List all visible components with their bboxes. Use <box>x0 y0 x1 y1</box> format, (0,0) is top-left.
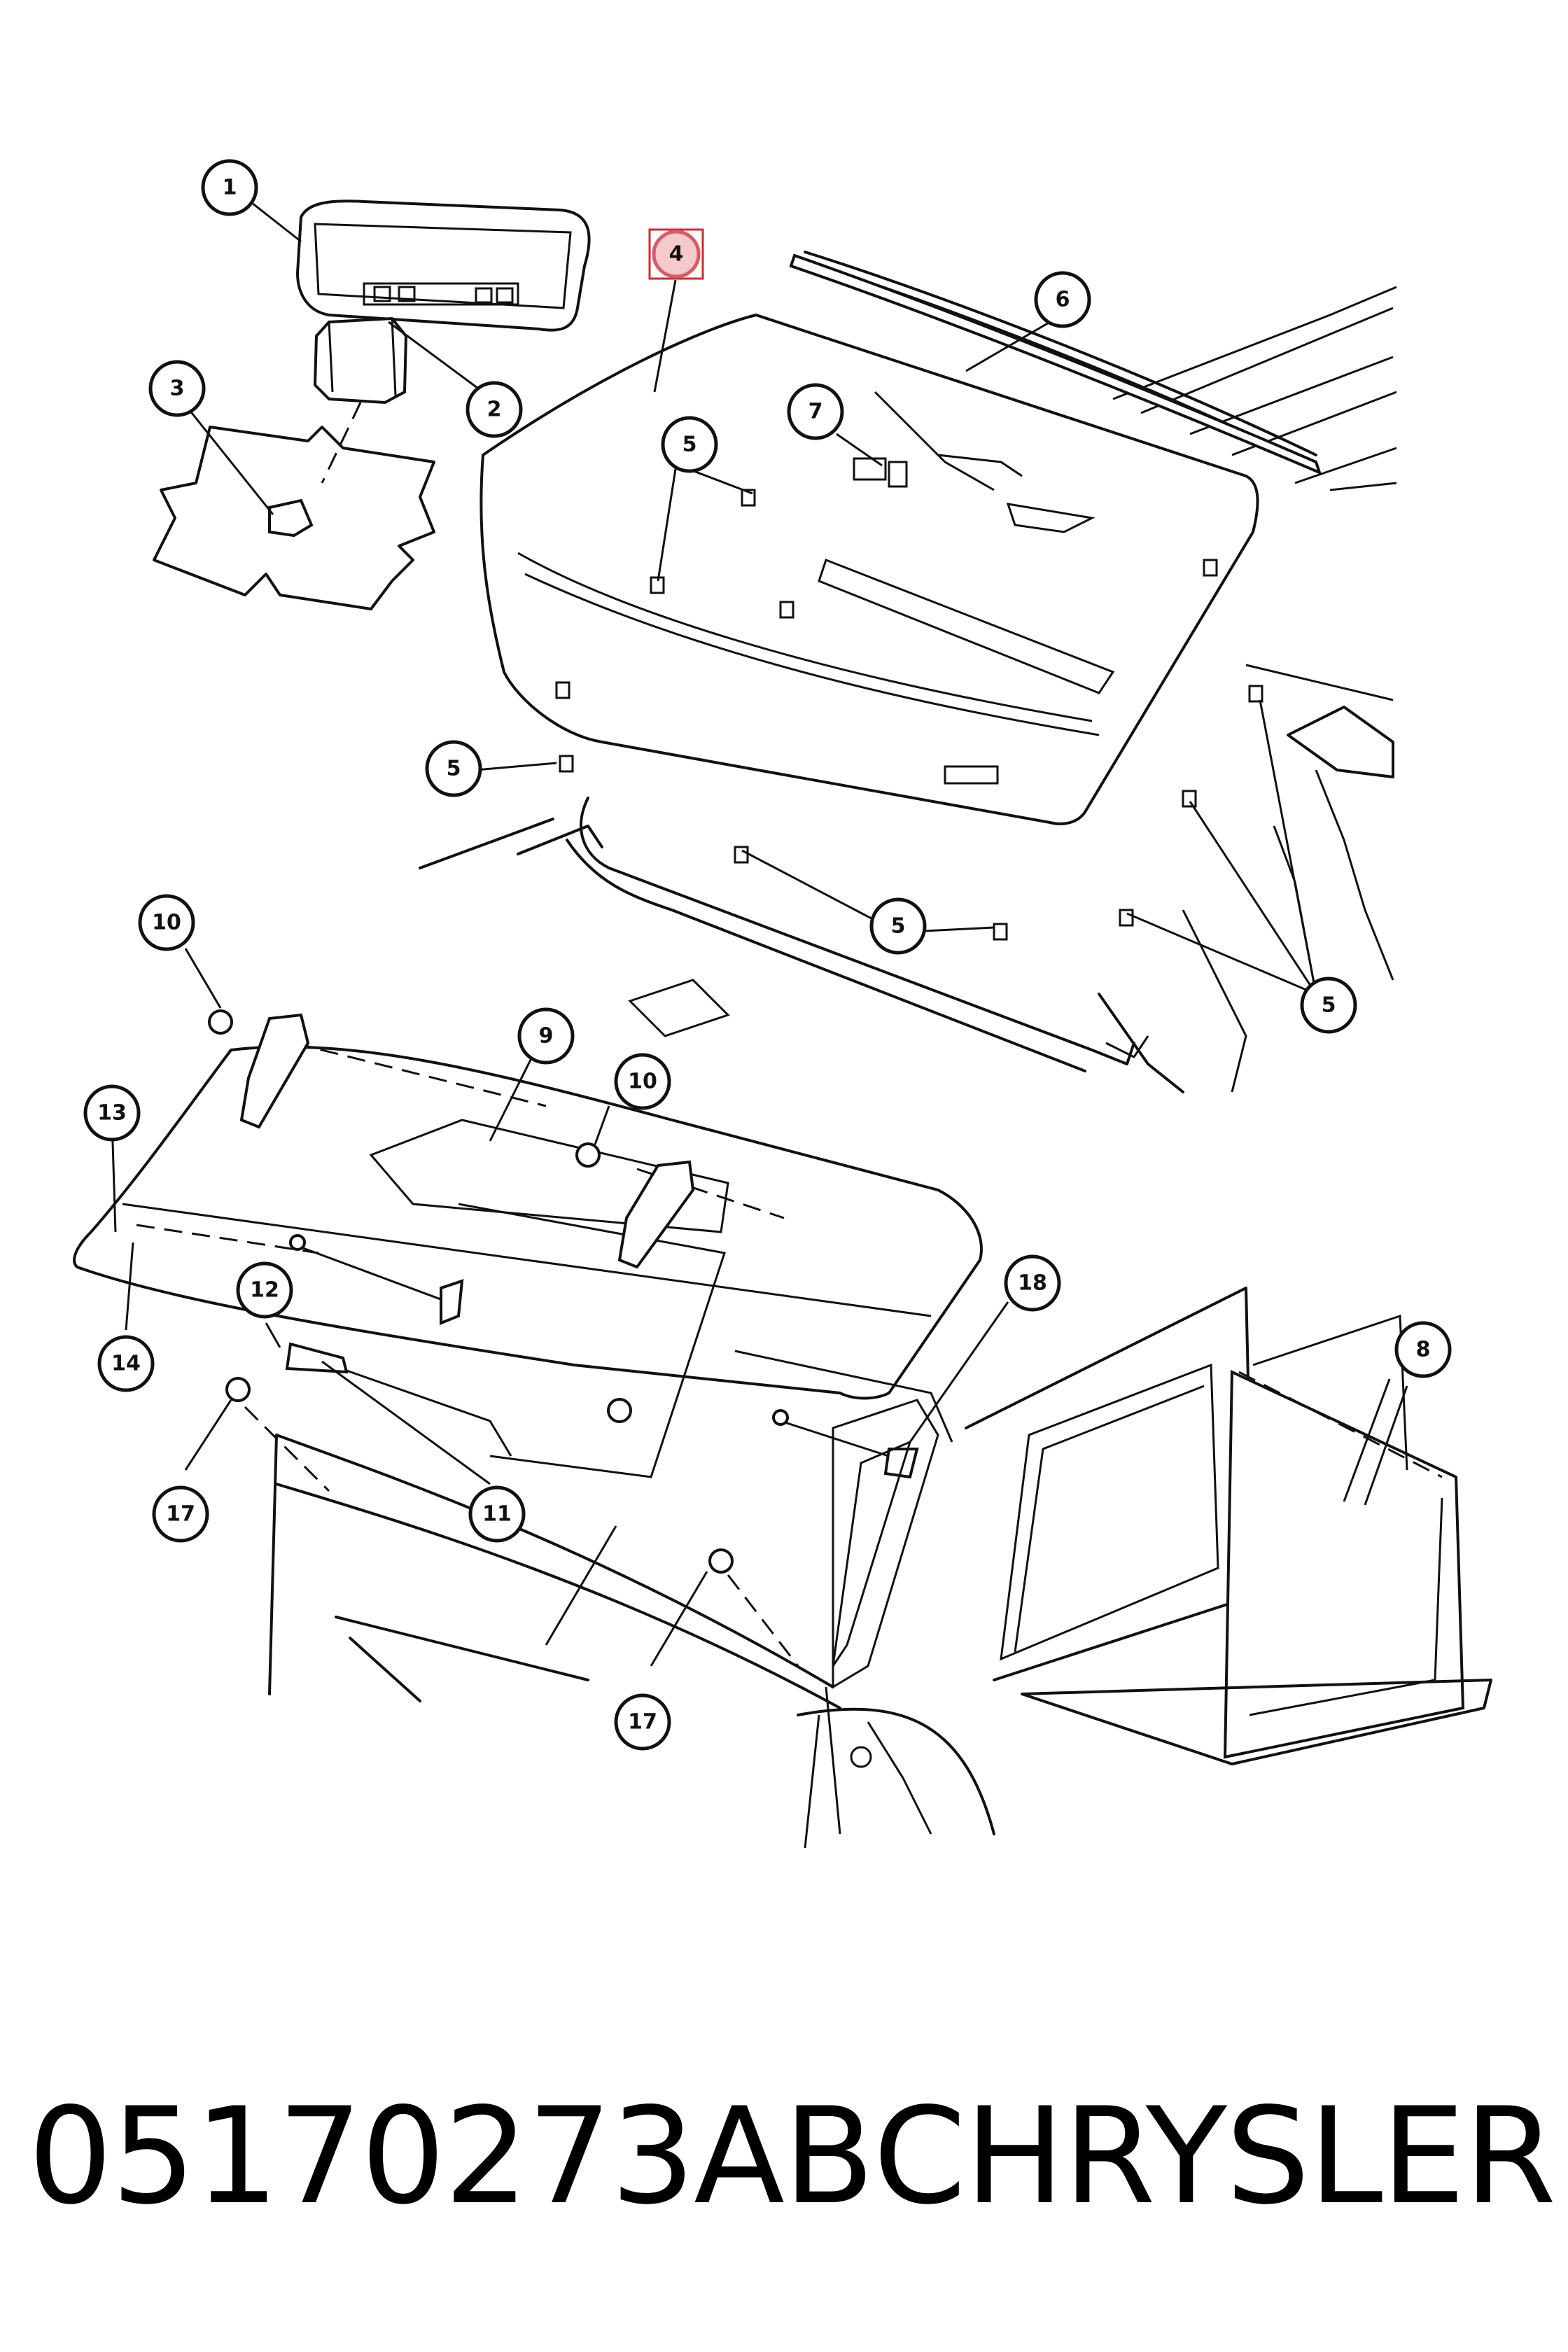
svg-text:13: 13 <box>97 1101 127 1126</box>
rearview-mirror <box>295 200 591 332</box>
svg-text:17: 17 <box>628 1710 657 1735</box>
callout-5c: 5 <box>869 897 927 955</box>
svg-text:17: 17 <box>166 1502 195 1527</box>
callout-17b: 17 <box>614 1693 671 1751</box>
liftgate-hinges <box>208 1009 919 1479</box>
callout-9: 9 <box>517 1007 575 1065</box>
svg-text:18: 18 <box>1018 1271 1047 1296</box>
svg-text:1: 1 <box>223 176 237 200</box>
svg-text:9: 9 <box>539 1024 554 1049</box>
windshield-section <box>153 426 435 610</box>
svg-text:10: 10 <box>152 911 181 935</box>
callout-4-highlighted[interactable]: 4 <box>648 228 704 280</box>
callout-5b: 5 <box>425 740 482 797</box>
svg-text:7: 7 <box>808 400 823 424</box>
callout-18: 18 <box>1004 1254 1061 1312</box>
svg-text:5: 5 <box>1322 993 1336 1018</box>
brand-name: CHRYSLER <box>873 2078 1556 2234</box>
callout-7: 7 <box>787 383 844 440</box>
callout-17a: 17 <box>152 1485 209 1543</box>
leader-lines <box>111 202 1408 1667</box>
callout-14: 14 <box>97 1335 155 1392</box>
svg-text:8: 8 <box>1416 1338 1431 1362</box>
callout-6: 6 <box>1034 271 1091 328</box>
windshield-glass <box>479 313 1264 941</box>
parts-diagram: 1 2 3 4 5 5 5 5 6 7 8 9 <box>73 159 1492 1849</box>
svg-text:5: 5 <box>891 914 906 939</box>
callout-11: 11 <box>468 1485 526 1543</box>
callout-3: 3 <box>148 360 206 417</box>
svg-text:10: 10 <box>628 1070 657 1094</box>
callout-10b: 10 <box>614 1053 671 1110</box>
svg-text:3: 3 <box>170 377 185 401</box>
svg-text:2: 2 <box>487 398 502 422</box>
callout-5d: 5 <box>1300 976 1357 1034</box>
callout-5a: 5 <box>661 416 718 473</box>
callout-10a: 10 <box>138 894 195 951</box>
svg-text:5: 5 <box>447 757 461 781</box>
liftgate-body <box>225 1377 995 1849</box>
svg-text:6: 6 <box>1056 288 1070 312</box>
callout-1: 1 <box>201 159 258 216</box>
callout-8: 8 <box>1394 1321 1452 1378</box>
footer: 05170273AB CHRYSLER <box>0 2051 1568 2261</box>
callout-12: 12 <box>236 1261 293 1319</box>
liftgate-glass <box>73 1035 983 1478</box>
roof-molding <box>789 253 1322 475</box>
svg-text:14: 14 <box>111 1352 141 1376</box>
part-number: 05170273AB <box>28 2078 874 2234</box>
svg-text:11: 11 <box>482 1502 512 1527</box>
svg-text:4: 4 <box>669 242 684 267</box>
quarter-glass <box>965 1287 1492 1765</box>
svg-text:12: 12 <box>250 1278 279 1303</box>
mirror-mount <box>313 316 408 484</box>
callout-2: 2 <box>465 381 523 438</box>
callout-13: 13 <box>83 1084 141 1142</box>
svg-text:5: 5 <box>682 433 697 457</box>
